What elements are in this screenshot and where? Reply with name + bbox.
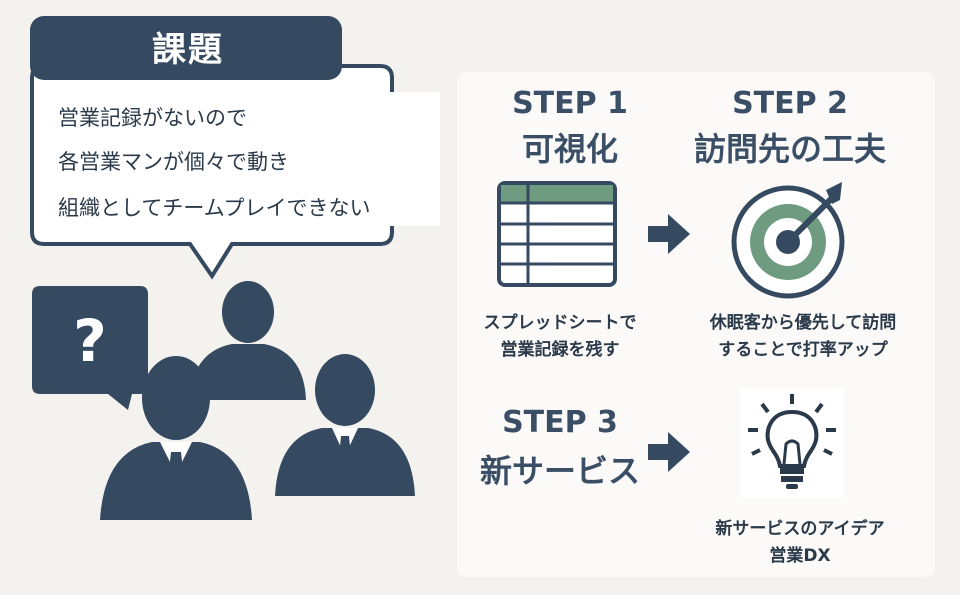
step2-description: 休眠客から優先して訪問 することで打率アップ xyxy=(692,310,914,364)
steps-panel xyxy=(457,72,935,577)
issue-line: 営業記録がないので xyxy=(58,106,247,130)
step1-description-line: 営業記録を残す xyxy=(500,340,620,360)
arrow-right-icon xyxy=(648,432,690,472)
question-bubble-icon: ? xyxy=(32,286,148,410)
step3-description-line: 営業DX xyxy=(769,546,831,566)
issue-line: 組織としてチームプレイできない xyxy=(58,196,371,220)
step3-description-line: 新サービスのアイデア xyxy=(715,519,885,539)
person-icon-front xyxy=(100,356,252,520)
person-icon-right xyxy=(275,354,415,496)
arrow-right-icon xyxy=(648,214,690,254)
spreadsheet-icon xyxy=(497,181,617,287)
step1-description-line: スプレッドシートで xyxy=(483,313,637,333)
step3-title: STEP 3 xyxy=(502,405,618,440)
step2-description-line: 休眠客から優先して訪問 xyxy=(709,313,897,333)
step2-description-line: することで打率アップ xyxy=(718,340,888,360)
step3-subtitle: 新サービス xyxy=(479,452,640,490)
issue-illustration: ? xyxy=(30,16,440,520)
issue-title: 課題 xyxy=(152,29,224,70)
step3-description: 新サービスのアイデア 営業DX xyxy=(700,516,900,570)
person-icon-back xyxy=(190,281,306,400)
target-icon xyxy=(731,182,845,299)
step1-description: スプレッドシートで 営業記録を残す xyxy=(460,310,660,364)
issue-text-box xyxy=(330,92,440,226)
step2-title: STEP 2 xyxy=(732,86,848,121)
issue-line: 各営業マンが個々で動き xyxy=(58,150,289,174)
step1-title: STEP 1 xyxy=(512,86,628,121)
step2-subtitle: 訪問先の工夫 xyxy=(693,130,886,168)
issue-speech-bubble xyxy=(30,64,394,280)
svg-text:?: ? xyxy=(73,307,107,375)
issue-title-tab xyxy=(30,16,342,80)
lightbulb-icon xyxy=(740,388,844,498)
step1-subtitle: 可視化 xyxy=(521,130,618,168)
